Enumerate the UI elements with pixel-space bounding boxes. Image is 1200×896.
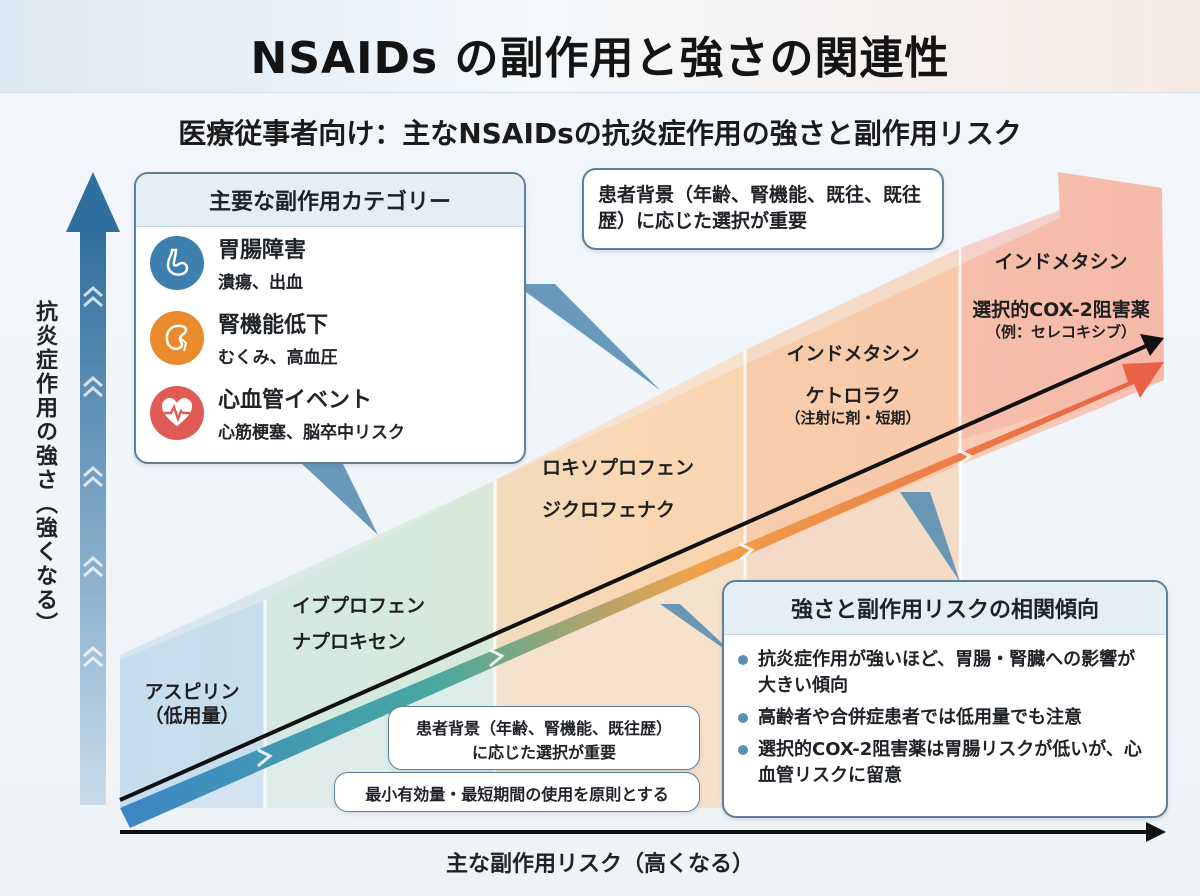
page-title: NSAIDs の副作用と強さの関連性 bbox=[250, 33, 950, 84]
correlation-item-3-text: 選択的COX-2阻害薬は胃腸リスクが低いが、心血管リスクに留意 bbox=[758, 739, 1142, 786]
tier-3: ロキソプロフェン ジクロフェナク bbox=[502, 456, 772, 522]
category-kidney-detail: むくみ、高血圧 bbox=[218, 348, 338, 368]
y-axis-arrow bbox=[66, 172, 120, 805]
risk-arrow bbox=[120, 362, 1164, 828]
tier-2-drug-2: ナプロキセン bbox=[292, 631, 407, 653]
bullet-icon bbox=[738, 655, 748, 665]
bottom-note-line-2: に応じた選択が重要 bbox=[471, 743, 616, 762]
category-kidney: 腎機能低下 むくみ、高血圧 bbox=[150, 307, 338, 368]
tier-4: インドメタシン ケトロラク （注射に剤・短期） bbox=[750, 342, 956, 428]
tier-5: インドメタシン 選択的COX-2阻害薬 （例：セレコキシブ） bbox=[956, 250, 1166, 342]
correlation-box: 強さと副作用リスクの相関傾向 抗炎症作用が強いほど、胃腸・腎臓への影響が大きい傾… bbox=[722, 580, 1168, 818]
tier-4-drug-2: ケトロラク bbox=[805, 385, 901, 407]
tier-1-drug-1: アスピリン bbox=[144, 681, 240, 703]
x-axis-arrow bbox=[120, 822, 1166, 842]
tier-3-drug-1: ロキソプロフェン bbox=[542, 457, 695, 479]
tier-4-note: （注射に剤・短期） bbox=[785, 409, 921, 427]
bottom-rule-box: 最小有効量・最短期間の使用を原則とする bbox=[334, 772, 700, 812]
correlation-list: 抗炎症作用が強いほど、胃腸・腎臓への影響が大きい傾向 高齢者や合併症患者では低用… bbox=[724, 635, 1166, 789]
category-cardio-detail: 心筋梗塞、脳卒中リスク bbox=[218, 423, 405, 443]
tier-1: アスピリン （低用量） bbox=[122, 680, 262, 728]
tier-5-drug-1: インドメタシン bbox=[994, 251, 1128, 273]
y-axis-label: 抗炎症作用の強さ（強くなる） bbox=[32, 300, 57, 636]
category-gastro-detail: 潰瘍、出血 bbox=[218, 273, 303, 293]
trend-line-arrow bbox=[119, 334, 1164, 802]
category-cardio-title: 心血管イベント bbox=[218, 388, 373, 413]
bullet-icon bbox=[738, 745, 748, 755]
tier-2: イブプロフェン ナプロキセン bbox=[272, 594, 502, 654]
bottom-note-box: 患者背景（年齢、腎機能、既往歴） に応じた選択が重要 bbox=[388, 706, 700, 770]
side-effects-heading: 主要な副作用カテゴリー bbox=[136, 174, 524, 227]
stomach-icon bbox=[150, 235, 204, 290]
category-kidney-title: 腎機能低下 bbox=[218, 313, 329, 338]
correlation-item-2: 高齢者や合併症患者では低用量でも注意 bbox=[738, 705, 1150, 731]
category-gastro: 胃腸障害 潰瘍、出血 bbox=[150, 232, 306, 293]
heart-icon bbox=[150, 385, 204, 440]
tier-3-drug-2: ジクロフェナク bbox=[542, 499, 676, 521]
bottom-note-line-3: 最小有効量・最短期間の使用を原則とする bbox=[365, 785, 669, 804]
tier-2-drug-1: イブプロフェン bbox=[292, 595, 426, 617]
top-note-box: 患者背景（年齢、腎機能、既往、既往歴）に応じた選択が重要 bbox=[582, 168, 944, 250]
tier-4-drug-1: インドメタシン bbox=[786, 343, 920, 365]
tier-5-note: （例：セレコキシブ） bbox=[985, 323, 1136, 341]
x-axis-label: 主な副作用リスク（高くなる） bbox=[445, 852, 754, 877]
correlation-heading: 強さと副作用リスクの相関傾向 bbox=[724, 582, 1166, 635]
top-note-text: 患者背景（年齢、腎機能、既往、既往歴）に応じた選択が重要 bbox=[598, 184, 922, 232]
correlation-item-1-text: 抗炎症作用が強いほど、胃腸・腎臓への影響が大きい傾向 bbox=[758, 649, 1136, 696]
tier-1-drug-2: （低用量） bbox=[144, 705, 240, 727]
kidney-icon bbox=[150, 310, 204, 365]
title-band bbox=[0, 0, 1200, 93]
category-gastro-title: 胃腸障害 bbox=[218, 238, 307, 263]
callout-pointers bbox=[300, 284, 960, 660]
bottom-note-line-1: 患者背景（年齢、腎機能、既往歴） bbox=[415, 719, 672, 738]
side-effects-box: 主要な副作用カテゴリー 胃腸障害 潰瘍、出血 腎機能低下 むくみ、高血圧 心血管… bbox=[134, 172, 526, 464]
bullet-icon bbox=[738, 713, 748, 723]
correlation-item-1: 抗炎症作用が強いほど、胃腸・腎臓への影響が大きい傾向 bbox=[738, 647, 1150, 699]
tier-5-drug-2: 選択的COX-2阻害薬 bbox=[972, 299, 1150, 321]
category-cardio: 心血管イベント 心筋梗塞、脳卒中リスク bbox=[150, 382, 405, 443]
page-subtitle: 医療従事者向け：主なNSAIDsの抗炎症作用の強さと副作用リスク bbox=[178, 117, 1022, 150]
correlation-item-2-text: 高齢者や合併症患者では低用量でも注意 bbox=[758, 707, 1082, 728]
correlation-item-3: 選択的COX-2阻害薬は胃腸リスクが低いが、心血管リスクに留意 bbox=[738, 737, 1150, 789]
